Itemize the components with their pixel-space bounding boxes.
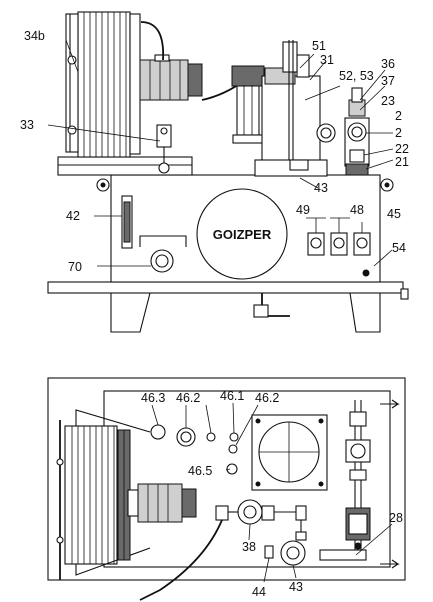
label-48: 48 xyxy=(350,203,364,217)
brand-label: GOIZPER xyxy=(213,227,272,242)
front-view: GOIZPER xyxy=(47,11,409,333)
label-23: 23 xyxy=(381,94,395,108)
label-46-2-a: 46.2 xyxy=(176,391,200,405)
plan-hose xyxy=(139,519,223,601)
cooler-fins xyxy=(83,12,127,157)
label-37: 37 xyxy=(381,74,395,88)
label-28: 28 xyxy=(389,511,403,525)
label-21: 21 xyxy=(395,155,409,169)
plan-nameplate xyxy=(319,549,367,561)
port-46-2-right xyxy=(228,444,238,454)
label-2a: 2 xyxy=(395,109,402,123)
label-51: 51 xyxy=(312,39,326,53)
label-52-53: 52, 53 xyxy=(339,69,374,83)
base-foot-right xyxy=(400,288,409,300)
fan-motor xyxy=(139,59,189,101)
label-2b: 2 xyxy=(395,126,402,140)
port-46-3 xyxy=(150,424,166,440)
label-54: 54 xyxy=(392,241,406,255)
label-46-1: 46.1 xyxy=(220,389,244,403)
label-34b: 34b xyxy=(24,29,45,43)
label-42: 42 xyxy=(66,209,80,223)
label-36: 36 xyxy=(381,57,395,71)
label-46-3: 46.3 xyxy=(141,391,165,405)
pump-valve-group xyxy=(215,499,307,541)
filler-bracket xyxy=(139,235,187,247)
plan-cooler xyxy=(64,425,118,565)
front-view-leaders xyxy=(47,39,394,267)
label-43-plan: 43 xyxy=(289,580,303,594)
tank-leg-left xyxy=(110,292,151,333)
label-49: 49 xyxy=(296,203,310,217)
label-43-front: 43 xyxy=(314,181,328,195)
plan-view-labels: 46.3 46.2 46.1 46.2 46.5 38 44 43 28 xyxy=(141,389,403,599)
label-38: 38 xyxy=(242,540,256,554)
filter-element xyxy=(236,84,260,136)
label-33: 33 xyxy=(20,118,34,132)
tank-leg-right xyxy=(349,292,381,333)
pressure-gauges xyxy=(307,232,371,256)
label-70: 70 xyxy=(68,260,82,274)
plan-fan-motor xyxy=(137,483,183,523)
drain-plug xyxy=(362,269,370,277)
label-22: 22 xyxy=(395,142,409,156)
label-31: 31 xyxy=(320,53,334,67)
motor-flange xyxy=(196,188,288,280)
label-44: 44 xyxy=(252,585,266,599)
plan-valve-stack xyxy=(345,400,371,556)
front-view-labels: 34b 33 42 70 51 31 52, 53 36 37 23 2 2 2… xyxy=(20,29,409,274)
plan-arrow-top xyxy=(380,399,400,409)
plan-view-leaders xyxy=(151,402,393,583)
plan-arrow-bottom xyxy=(380,559,400,569)
base-plate xyxy=(47,281,404,294)
label-46-2-b: 46.2 xyxy=(255,391,279,405)
port-46-1 xyxy=(229,432,239,442)
cooler-base xyxy=(57,156,193,176)
plan-view xyxy=(47,377,406,601)
port-46-2-small xyxy=(206,432,216,442)
label-46-5: 46.5 xyxy=(188,464,212,478)
plan-plug-44 xyxy=(264,545,274,559)
valve-manifold xyxy=(261,75,321,167)
connecting-hose xyxy=(140,21,164,61)
label-45: 45 xyxy=(387,207,401,221)
plan-frame xyxy=(47,377,406,581)
port-46-5 xyxy=(226,463,238,475)
